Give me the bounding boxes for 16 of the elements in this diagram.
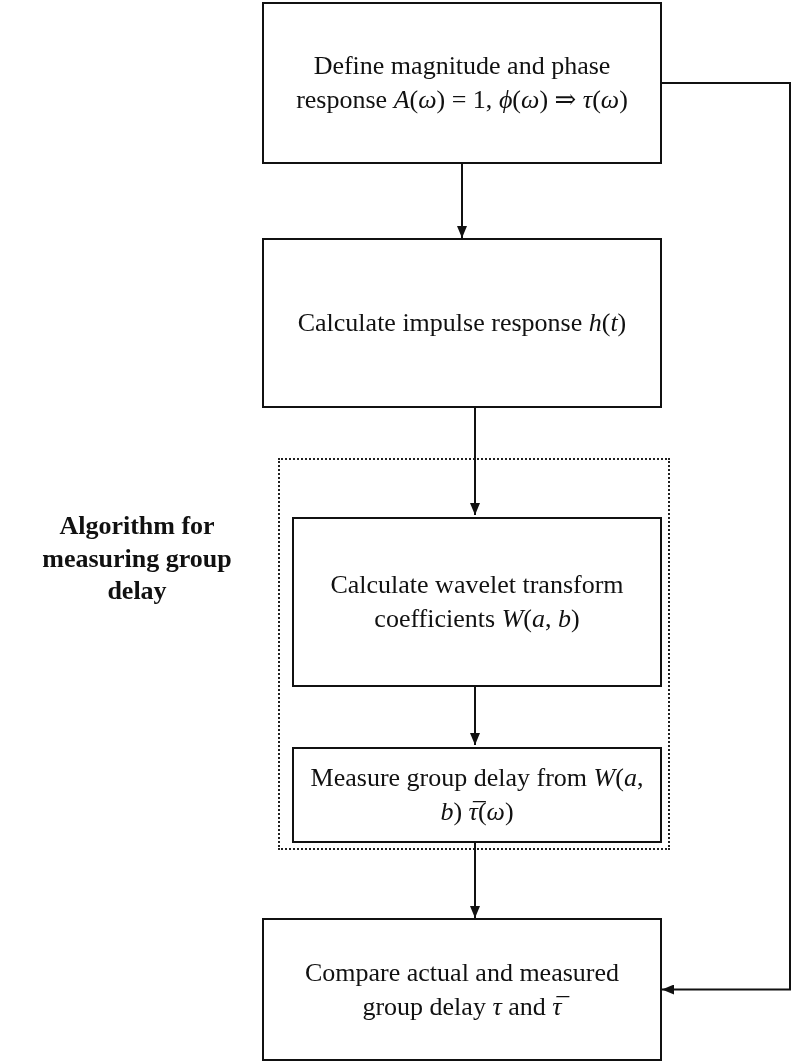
arrow [457,163,467,239]
step-text: Calculate impulse response h(t) [297,307,627,340]
step-text: Calculate wavelet transform coefficients W(a, b) [329,569,625,635]
arrow [470,407,480,516]
step-text: Compare actual and measured group delay τ and τ̅ [304,956,620,1023]
arrow [661,82,791,995]
step-text: Define magnitude and phase response A(ω) = 1, ϕ(ω) ⇒ τ(ω) [295,50,629,116]
process-box [262,918,662,1061]
step-text: Measure group delay from W(a, b) τ̅(ω) [309,762,645,828]
arrow [470,840,480,919]
arrow [470,684,480,746]
process-box [292,747,662,843]
process-box [292,517,662,687]
process-box [262,2,662,164]
process-box [262,238,662,408]
group-heading: Algorithm for measuring group delay [41,510,233,607]
